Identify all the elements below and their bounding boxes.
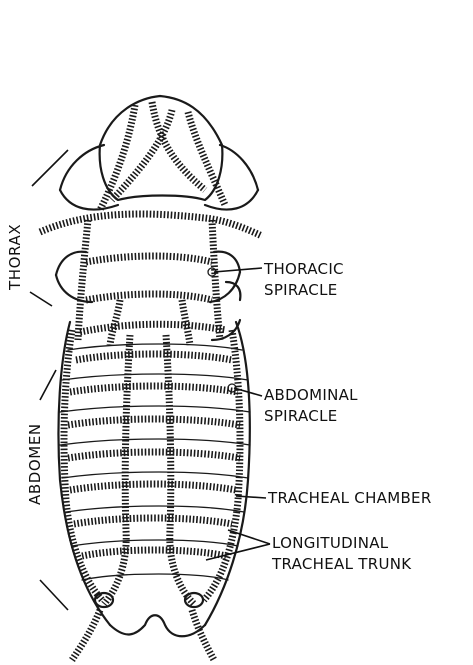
label-tracheal-chamber: TRACHEAL CHAMBER — [267, 489, 432, 507]
label-longitudinal-trunk-1: LONGITUDINAL — [272, 534, 389, 552]
tracheal-chamber-right — [185, 593, 203, 607]
label-thoracic-spiracle-2: SPIRACLE — [264, 281, 338, 299]
label-longitudinal-trunk-2: TRACHEAL TRUNK — [271, 555, 412, 573]
label-thorax: THORAX — [6, 224, 24, 291]
label-abdomen: ABDOMEN — [26, 423, 44, 505]
label-thoracic-spiracle-1: THORACIC — [263, 260, 344, 278]
label-abdominal-spiracle-2: SPIRACLE — [264, 407, 338, 425]
tracheal-network — [40, 102, 262, 604]
label-abdominal-spiracle-1: ABDOMINAL — [264, 386, 358, 404]
